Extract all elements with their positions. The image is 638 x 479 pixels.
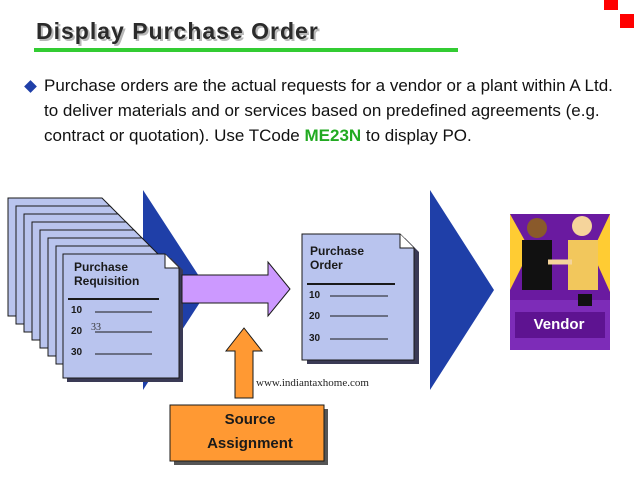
description-text: Purchase orders are the actual requests … — [44, 76, 613, 145]
vendor-illustration — [510, 214, 610, 350]
description-text-end: to display PO. — [361, 126, 472, 145]
purchase-order-title-line1: Purchase — [310, 244, 365, 258]
tcode-highlight: ME23N — [304, 126, 362, 145]
source-assignment-line2: Assignment — [207, 435, 293, 452]
requisition-item: 20 — [71, 326, 83, 337]
source-assignment-label: Source Assignment — [174, 408, 326, 456]
requisition-handwritten-note: 33 — [91, 322, 101, 333]
chevron-arrow-right — [430, 190, 494, 390]
requisition-title-line1: Purchase — [74, 260, 129, 274]
requisition-title: Purchase Requisition — [74, 260, 139, 288]
requisition-document — [62, 253, 180, 379]
requisition-item: 10 — [71, 305, 83, 316]
purchase-order-item: 10 — [309, 290, 321, 301]
source-assignment-line1: Source — [224, 411, 276, 428]
purchase-order-title-line2: Order — [310, 258, 343, 272]
watermark-text: www.indiantaxhome.com — [256, 377, 369, 389]
purple-arrow — [181, 260, 291, 318]
purchase-order-item: 30 — [309, 333, 321, 344]
requisition-item: 30 — [71, 347, 83, 358]
purchase-order-title: Purchase Order — [310, 244, 364, 272]
purchase-order-document — [301, 233, 415, 361]
source-assignment-box — [169, 404, 325, 462]
title-underline — [34, 48, 458, 52]
vendor-label: Vendor — [533, 316, 585, 333]
orange-up-arrow — [224, 327, 264, 399]
purchase-order-item: 20 — [309, 311, 321, 322]
decorative-square-right — [620, 14, 634, 28]
description-paragraph: Purchase orders are the actual requests … — [44, 73, 614, 148]
requisition-title-line2: Requisition — [74, 274, 140, 288]
decorative-square-top — [604, 0, 618, 10]
page-title: Display Purchase Order — [36, 18, 319, 44]
